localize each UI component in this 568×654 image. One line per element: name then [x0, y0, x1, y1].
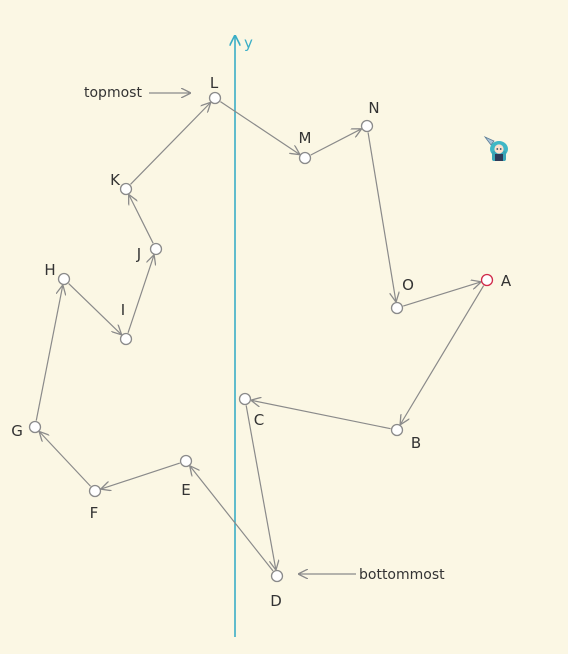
- path-nodes: [28, 91, 494, 583]
- topmost-annotation: topmost: [84, 85, 190, 101]
- point-J[interactable]: [149, 242, 163, 256]
- edge-C-D: [245, 405, 276, 569]
- edge-G-H: [35, 286, 62, 421]
- point-label-K: K: [110, 171, 121, 189]
- point-A[interactable]: [480, 273, 494, 287]
- point-D[interactable]: [270, 569, 284, 583]
- path-edges: [35, 101, 485, 572]
- point-label-N: N: [368, 99, 379, 117]
- edge-B-C: [252, 400, 391, 430]
- edge-F-G: [40, 432, 91, 487]
- point-label-O: O: [402, 276, 414, 294]
- edge-N-O: [367, 132, 396, 301]
- point-label-E: E: [181, 481, 190, 499]
- point-label-H: H: [44, 261, 55, 279]
- point-H[interactable]: [57, 272, 71, 286]
- point-label-D: D: [270, 592, 282, 610]
- edge-K-L: [130, 103, 211, 185]
- point-label-A: A: [501, 272, 512, 290]
- point-label-G: G: [11, 422, 23, 440]
- edge-L-M: [220, 101, 299, 155]
- edge-I-J: [127, 256, 154, 334]
- point-G[interactable]: [28, 420, 42, 434]
- edge-E-F: [102, 462, 181, 489]
- point-label-L: L: [210, 74, 219, 92]
- point-M[interactable]: [298, 151, 312, 165]
- point-I[interactable]: [119, 332, 133, 346]
- point-label-J: J: [136, 245, 141, 263]
- edge-O-A: [403, 282, 480, 307]
- point-label-B: B: [411, 434, 421, 452]
- point-label-I: I: [121, 301, 125, 319]
- edge-H-I: [68, 283, 121, 335]
- anime-character-icon: [483, 136, 508, 161]
- bottommost-annotation: bottommost: [299, 567, 445, 583]
- edge-J-K: [129, 195, 154, 244]
- point-label-F: F: [90, 504, 99, 522]
- point-label-M: M: [299, 129, 312, 147]
- point-O[interactable]: [390, 301, 404, 315]
- point-L[interactable]: [208, 91, 222, 105]
- point-K[interactable]: [119, 182, 133, 196]
- point-E[interactable]: [179, 454, 193, 468]
- edge-M-N: [310, 129, 361, 156]
- edge-D-E: [190, 466, 274, 572]
- point-C[interactable]: [238, 392, 252, 406]
- edge-A-B: [401, 285, 485, 424]
- point-labels: A B C D E F G H I J K L M N O: [11, 74, 512, 610]
- point-B[interactable]: [390, 423, 404, 437]
- point-F[interactable]: [88, 484, 102, 498]
- y-axis-label: y: [244, 34, 253, 52]
- bottommost-label: bottommost: [359, 567, 445, 583]
- topmost-label: topmost: [84, 85, 142, 101]
- point-N[interactable]: [360, 119, 374, 133]
- point-label-C: C: [254, 411, 264, 429]
